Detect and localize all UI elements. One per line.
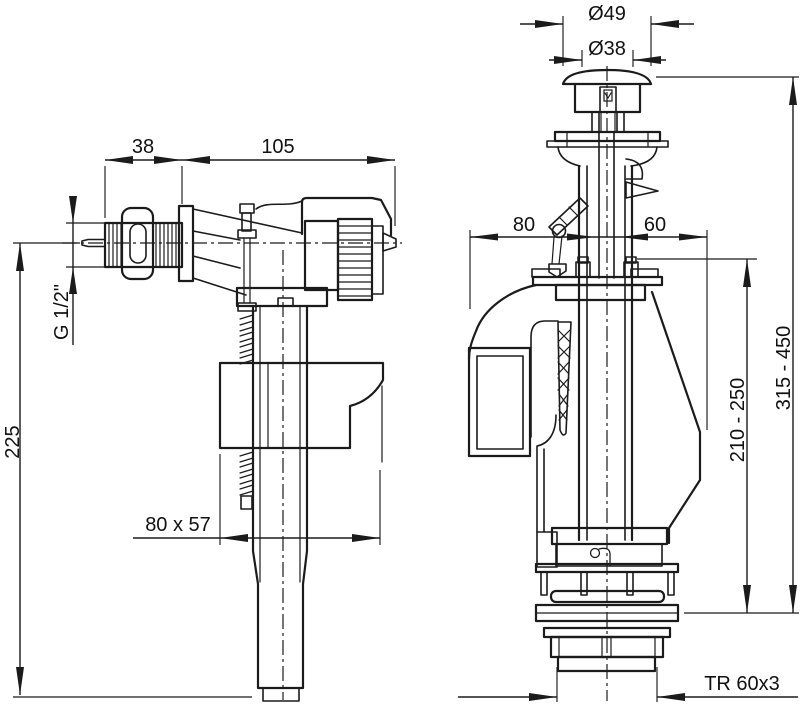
dim-label-body-length: 105 bbox=[261, 136, 294, 158]
shank-nut bbox=[120, 206, 155, 281]
tube-inner-walls bbox=[259, 305, 301, 583]
lever-foot bbox=[548, 263, 567, 278]
dim-label-button-cap: Ø38 bbox=[588, 38, 626, 60]
dim-label-offset-right: 60 bbox=[644, 214, 666, 236]
lid-wing-right bbox=[630, 268, 659, 278]
seat-plate bbox=[550, 526, 669, 546]
adjustment-knob bbox=[336, 217, 374, 302]
tank-right-wall bbox=[650, 290, 702, 545]
side-chamber bbox=[467, 346, 532, 458]
overflow-tube-outer bbox=[577, 164, 634, 542]
shank-washer bbox=[177, 204, 195, 283]
knob-serrations bbox=[337, 225, 373, 297]
fill-valve-drawing bbox=[81, 196, 397, 702]
lever-curve bbox=[255, 200, 303, 210]
dim-label-shank-length: 38 bbox=[132, 136, 154, 158]
valve-base bbox=[534, 526, 680, 673]
extension-lines bbox=[13, 16, 799, 702]
neck-post-left bbox=[591, 111, 600, 133]
lever-pivot bbox=[551, 223, 567, 239]
neck-post-right bbox=[616, 111, 625, 133]
flush-lever bbox=[548, 197, 589, 278]
valve-head-cap bbox=[300, 196, 393, 237]
rod-end bbox=[240, 495, 253, 510]
lid-plate bbox=[531, 275, 664, 287]
dim-label-float-size: 80 x 57 bbox=[145, 514, 211, 536]
dim-label-overall-height-left: 225 bbox=[2, 425, 24, 458]
thread-hatching bbox=[108, 222, 177, 268]
dim-label-adjustable-height: 210 - 250 bbox=[727, 378, 749, 463]
push-button bbox=[561, 68, 653, 114]
outlet-spout bbox=[382, 232, 397, 252]
lid-block bbox=[554, 283, 647, 302]
rod-thread-upper bbox=[239, 314, 254, 365]
flush-valve-drawing bbox=[467, 68, 702, 673]
base-plate bbox=[534, 562, 680, 574]
dim-label-offset-left: 80 bbox=[513, 214, 535, 236]
body-struts bbox=[192, 208, 303, 296]
shank-nut-face bbox=[129, 223, 147, 264]
dim-label-overall-height-right: 315 - 450 bbox=[773, 326, 795, 411]
dim-label-button-outer: Ø49 bbox=[588, 3, 626, 25]
clip-hook bbox=[625, 181, 659, 199]
seal-hook bbox=[589, 547, 601, 559]
rod-thread-lower bbox=[239, 451, 254, 496]
dim-label-inlet-thread: G 1/2" bbox=[51, 284, 73, 340]
valve-cartridge bbox=[303, 219, 340, 292]
adjustment-rack bbox=[557, 321, 572, 436]
button-pin bbox=[599, 86, 617, 113]
float-cup bbox=[218, 361, 385, 450]
dim-label-outlet-thread: TR 60x3 bbox=[704, 673, 780, 695]
threaded-shank bbox=[103, 221, 184, 269]
tank-lid bbox=[531, 256, 664, 302]
flange-shoulders bbox=[557, 146, 658, 167]
outlet-thread bbox=[556, 655, 657, 673]
knob-side bbox=[371, 225, 384, 295]
valve-body-tank bbox=[467, 283, 702, 568]
dimension-arrows bbox=[16, 20, 797, 701]
flapper-disc bbox=[549, 589, 666, 604]
clip-bump bbox=[625, 158, 644, 180]
pull-rod-tube bbox=[598, 132, 615, 279]
dimension-lines bbox=[19, 23, 798, 698]
overflow-tube-inner bbox=[586, 165, 626, 541]
body-notch bbox=[277, 297, 294, 307]
dimension-labels: 38 105 G 1/2" 225 80 x 57 Ø49 Ø38 80 60 … bbox=[2, 3, 795, 695]
centerlines bbox=[62, 66, 608, 701]
top-flange-plate bbox=[546, 140, 669, 148]
tube-end-cap bbox=[262, 687, 300, 702]
